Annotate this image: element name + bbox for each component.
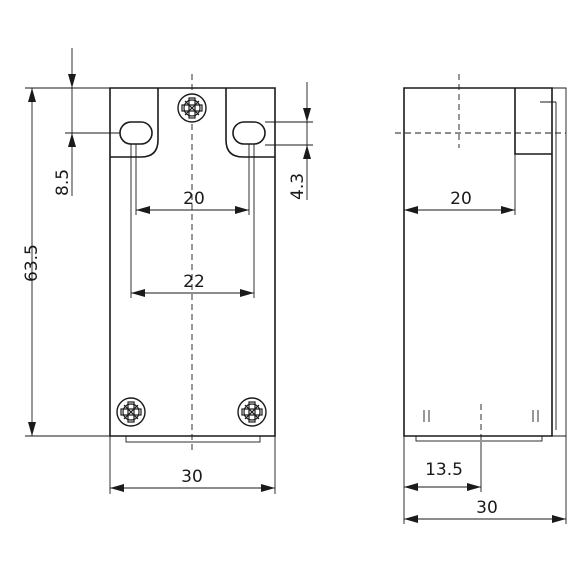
arrow-head (28, 422, 36, 436)
side-plate (540, 87, 567, 437)
front-right-lug (225, 88, 275, 158)
arrow-head (131, 289, 145, 297)
arrow-head (240, 289, 254, 297)
dim-label-front-height: 63.5 (22, 244, 42, 282)
dim-label-front-width: 30 (181, 467, 203, 487)
side-bottom-plate (415, 435, 543, 442)
arrow-head (467, 483, 481, 491)
arrow-head (261, 484, 275, 492)
arrow-head (136, 206, 150, 214)
dim-label-top-offset: 8.5 (53, 169, 73, 196)
front-body-outline (109, 87, 276, 437)
front-bottom-plate (125, 435, 261, 443)
dim-label-side-width: 30 (476, 498, 498, 518)
side-head-block (514, 88, 552, 155)
front-left-lug (110, 88, 159, 158)
left-mounting-slot (119, 121, 153, 145)
dim-label-slot-spacing: 20 (183, 189, 205, 209)
side-body-outline (403, 87, 553, 437)
right-mounting-slot (232, 121, 266, 145)
dim-label-hole-spacing: 22 (183, 272, 205, 292)
side-dimensions: 20 13.5 30 (403, 154, 567, 524)
side-view (395, 74, 567, 442)
dim-label-side-offset: 20 (450, 189, 472, 209)
arrow-head (110, 484, 124, 492)
arrow-head (303, 145, 311, 159)
arrow-head (501, 206, 515, 214)
front-dimensions: 63.5 8.5 4.3 20 22 30 (22, 48, 313, 494)
arrow-head (28, 88, 36, 102)
arrow-head (68, 133, 76, 147)
dim-label-slot-offset: 4.3 (288, 173, 308, 200)
arrow-head (552, 515, 566, 523)
arrow-head (404, 515, 418, 523)
arrow-head (68, 74, 76, 88)
arrow-head (404, 206, 418, 214)
bottom-right-screw-icon (237, 397, 267, 427)
bottom-left-screw-icon (116, 397, 146, 427)
top-screw-icon (177, 93, 207, 123)
arrow-head (235, 206, 249, 214)
front-view (109, 74, 276, 450)
arrow-head (404, 483, 418, 491)
arrow-head (303, 108, 311, 122)
dim-label-side-center: 13.5 (425, 460, 463, 480)
